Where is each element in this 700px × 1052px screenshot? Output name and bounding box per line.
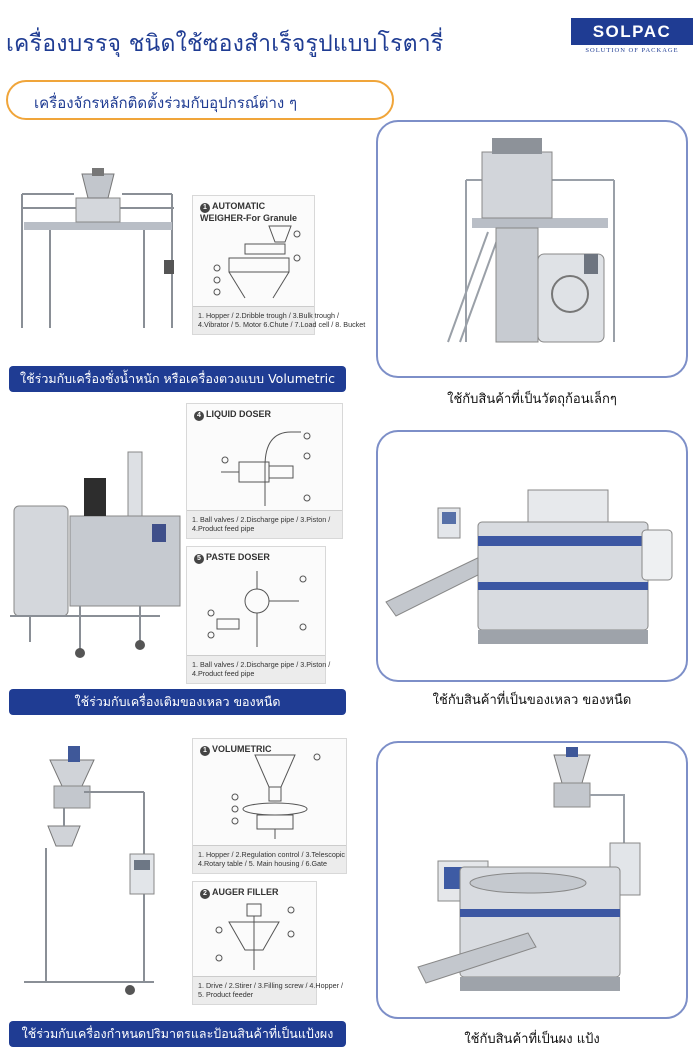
legend-line: 4.Product feed pipe bbox=[192, 669, 255, 679]
weigher-platform-illustration bbox=[21, 168, 174, 328]
diagram-number: 4 bbox=[194, 411, 204, 421]
diagram-number: 1 bbox=[200, 203, 210, 213]
legend-line: 1. Drive / 2.Stirer / 3.Filling screw / … bbox=[198, 980, 343, 990]
section-caption: ใช้ร่วมกับเครื่องเติมของเหลว ของหนืด bbox=[9, 689, 346, 715]
diagram-title-line: LIQUID DOSER bbox=[206, 409, 272, 419]
subtitle-text: เครื่องจักรหลักติดตั้งร่วมกับอุปกรณ์ต่าง… bbox=[34, 94, 298, 112]
subtitle-pill: เครื่องจักรหลักติดตั้งร่วมกับอุปกรณ์ต่าง… bbox=[6, 80, 394, 120]
liquid-filler-illustration bbox=[10, 451, 181, 658]
legend-line: 1. Ball valves / 2.Discharge pipe / 3.Pi… bbox=[192, 659, 331, 669]
page-title: เครื่องบรรจุ ชนิดใช้ซองสำเร็จรูปแบบโรตาร… bbox=[6, 31, 444, 57]
volumetric-schematic bbox=[231, 753, 321, 839]
legend-line: 1. Ball valves / 2.Discharge pipe / 3.Pi… bbox=[192, 514, 331, 524]
auger-filler-illustration bbox=[24, 746, 155, 995]
auger-filler-schematic bbox=[215, 903, 295, 970]
diagram-legend: 1. Hopper / 2.Dribble trough / 3.Bulk tr… bbox=[193, 305, 366, 334]
section-caption: ใช้ร่วมกับเครื่องชั่งน้ำหนัก หรือเครื่อง… bbox=[9, 366, 346, 392]
legend-line: 1. Hopper / 2.Dribble trough / 3.Bulk tr… bbox=[198, 310, 340, 320]
rotary-liquid-packer-photo bbox=[385, 489, 673, 644]
diagram-number: 1 bbox=[200, 746, 210, 756]
legend-line: 4.Product feed pipe bbox=[192, 524, 255, 534]
machine-photo-frame bbox=[376, 430, 688, 682]
legend-line: 4.Vibrator / 5. Motor 6.Chute / 7.Load c… bbox=[198, 320, 366, 330]
legend-line: 4.Rotary table / 5. Main housing / 6.Gat… bbox=[198, 859, 328, 869]
liquid-doser-schematic bbox=[221, 431, 311, 506]
machine-photo-frame bbox=[376, 741, 688, 1019]
legend-line: 5. Product feeder bbox=[198, 990, 254, 1000]
diagram-legend: 1. Ball valves / 2.Discharge pipe / 3.Pi… bbox=[187, 654, 331, 683]
diagram-title-line: AUTOMATIC bbox=[212, 201, 266, 211]
diagram-title-line: VOLUMETRIC bbox=[212, 744, 272, 754]
diagram-number: 2 bbox=[200, 889, 210, 899]
machine-photo-frame bbox=[376, 120, 688, 378]
diagram-legend: 1. Drive / 2.Stirer / 3.Filling screw / … bbox=[193, 975, 343, 1004]
diagram-legend: 1. Ball valves / 2.Discharge pipe / 3.Pi… bbox=[187, 509, 342, 538]
legend-line: 1. Hopper / 2.Regulation control / 3.Tel… bbox=[198, 849, 346, 859]
solpac-logo: SOLPAC SOLUTION OF PACKAGE bbox=[571, 18, 693, 54]
diagram-legend: 1. Hopper / 2.Regulation control / 3.Tel… bbox=[193, 844, 346, 873]
photo-caption: ใช้กับสินค้าที่เป็นผง แป้ง bbox=[464, 1032, 600, 1047]
paste-doser-schematic bbox=[207, 571, 307, 647]
diagram-title-line: PASTE DOSER bbox=[206, 552, 270, 562]
logo-tagline: SOLUTION OF PACKAGE bbox=[585, 47, 679, 54]
logo-text: SOLPAC bbox=[571, 18, 693, 45]
diagram-title-line: WEIGHER-For Granule bbox=[200, 213, 298, 223]
photo-caption: ใช้กับสินค้าที่เป็นวัตถุก้อนเล็กๆ bbox=[447, 392, 617, 407]
photo-caption: ใช้กับสินค้าที่เป็นของเหลว ของหนืด bbox=[432, 693, 632, 708]
diagram-number: 5 bbox=[194, 554, 204, 564]
diagram-title-line: AUGER FILLER bbox=[212, 887, 279, 897]
multihead-weigher-photo bbox=[447, 138, 615, 343]
rotary-powder-packer-photo bbox=[417, 747, 641, 991]
section-caption: ใช้ร่วมกับเครื่องกำหนดปริมาตรและป้อนสินค… bbox=[9, 1021, 346, 1047]
weigher-schematic bbox=[213, 225, 301, 299]
